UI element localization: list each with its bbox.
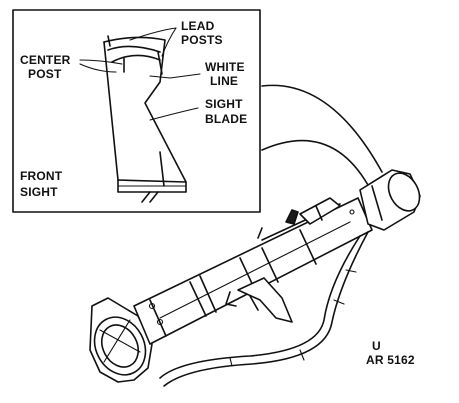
callout-line-lower — [261, 139, 369, 186]
launcher-drawing — [89, 169, 421, 387]
sight-blade-drawing — [103, 35, 187, 203]
label-lead-posts-line1: LEAD — [181, 19, 215, 33]
label-lead-posts: LEAD POSTS — [181, 19, 223, 47]
inset-frame — [12, 9, 261, 213]
label-front-sight-line2: SIGHT — [20, 185, 58, 199]
figure-id-line2: AR 5162 — [366, 353, 415, 367]
label-lead-posts-line2: POSTS — [181, 33, 223, 47]
label-white-line-line2: LINE — [210, 74, 238, 88]
label-sight-blade-line2: BLADE — [205, 112, 247, 126]
label-sight-blade-line1: SIGHT — [205, 97, 243, 111]
figure-id: U AR 5162 — [366, 339, 415, 367]
label-front-sight: FRONT SIGHT — [20, 169, 66, 199]
label-center-post: CENTER POST — [20, 53, 74, 81]
figure-id-line1: U — [372, 339, 381, 353]
leader-lines — [79, 27, 201, 121]
callout-line — [261, 84, 383, 173]
label-front-sight-line1: FRONT — [20, 169, 63, 183]
label-white-line: WHITE LINE — [205, 60, 248, 88]
label-center-post-line2: POST — [28, 67, 62, 81]
label-white-line-line1: WHITE — [205, 60, 245, 74]
label-sight-blade: SIGHT BLADE — [205, 97, 247, 126]
label-center-post-line1: CENTER — [20, 53, 71, 67]
